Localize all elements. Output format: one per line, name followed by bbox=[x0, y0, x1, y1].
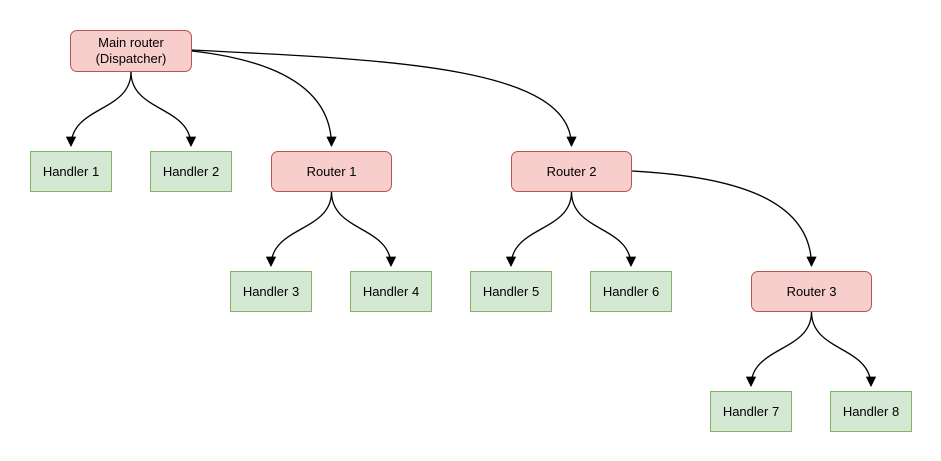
edge-main-to-handler2 bbox=[130, 71, 197, 148]
node-handler-4: Handler 4 bbox=[350, 271, 432, 312]
edge-main-to-router1 bbox=[191, 50, 337, 148]
edge-router2-to-router3 bbox=[631, 170, 817, 268]
edge-main-to-router2 bbox=[191, 49, 577, 148]
node-handler-2: Handler 2 bbox=[150, 151, 232, 192]
node-handler-8: Handler 8 bbox=[830, 391, 912, 432]
node-handler-7: Handler 7 bbox=[710, 391, 792, 432]
node-handler-1: Handler 1 bbox=[30, 151, 112, 192]
edge-router3-to-handler7 bbox=[745, 311, 813, 388]
edge-router1-to-handler4 bbox=[330, 191, 397, 268]
node-handler-6: Handler 6 bbox=[590, 271, 672, 312]
edge-router1-to-handler3 bbox=[265, 191, 333, 268]
node-router-3: Router 3 bbox=[751, 271, 872, 312]
node-main-router: Main router (Dispatcher) bbox=[70, 30, 192, 72]
edge-router3-to-handler8 bbox=[810, 311, 877, 388]
node-handler-3: Handler 3 bbox=[230, 271, 312, 312]
node-router-2: Router 2 bbox=[511, 151, 632, 192]
edge-main-to-handler1 bbox=[65, 71, 132, 148]
edge-router2-to-handler5 bbox=[505, 191, 573, 268]
node-router-1: Router 1 bbox=[271, 151, 392, 192]
node-handler-5: Handler 5 bbox=[470, 271, 552, 312]
edge-router2-to-handler6 bbox=[570, 191, 637, 268]
